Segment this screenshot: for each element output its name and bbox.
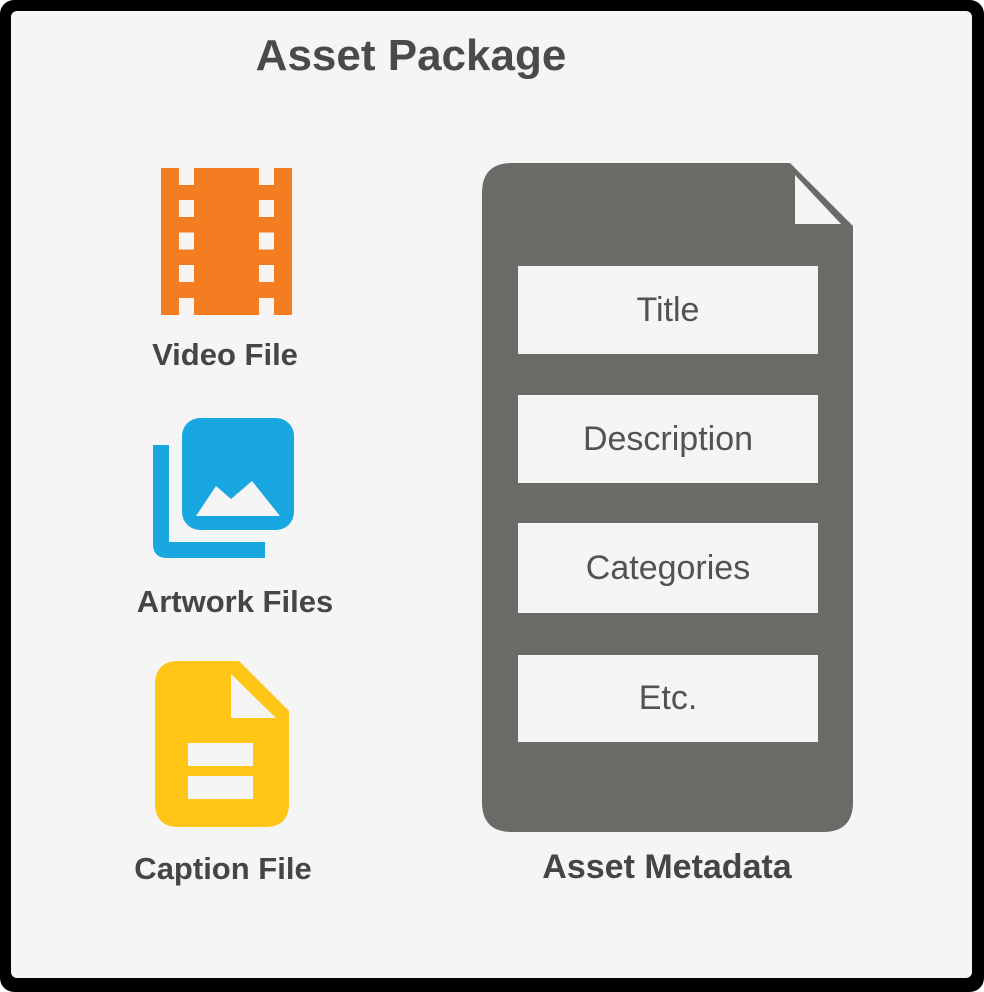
- caption-doc-icon: [155, 661, 289, 827]
- artwork-files-icon: [153, 418, 294, 558]
- image-stack-icon: [153, 418, 294, 558]
- caption-file-icon: [155, 661, 289, 827]
- folded-corner: [231, 674, 276, 718]
- metadata-field-title: Title: [518, 266, 818, 354]
- folded-corner: [795, 175, 841, 224]
- metadata-field-description: Description: [518, 395, 818, 483]
- video-file-label: Video File: [152, 337, 298, 372]
- asset-metadata-document: Title Description Categories Etc.: [482, 163, 853, 832]
- mountains-glyph: [196, 481, 280, 516]
- page-title: Asset Package: [255, 31, 567, 80]
- artwork-files-label: Artwork Files: [136, 584, 334, 619]
- asset-metadata-label: Asset Metadata: [542, 848, 792, 886]
- metadata-field-categories: Categories: [518, 523, 818, 613]
- metadata-field-etc: Etc.: [518, 655, 818, 742]
- caption-file-label: Caption File: [134, 851, 312, 886]
- film-strip-icon: [161, 168, 292, 315]
- video-file-icon: [161, 168, 292, 315]
- diagram-background: Asset Package Video File: [11, 11, 972, 978]
